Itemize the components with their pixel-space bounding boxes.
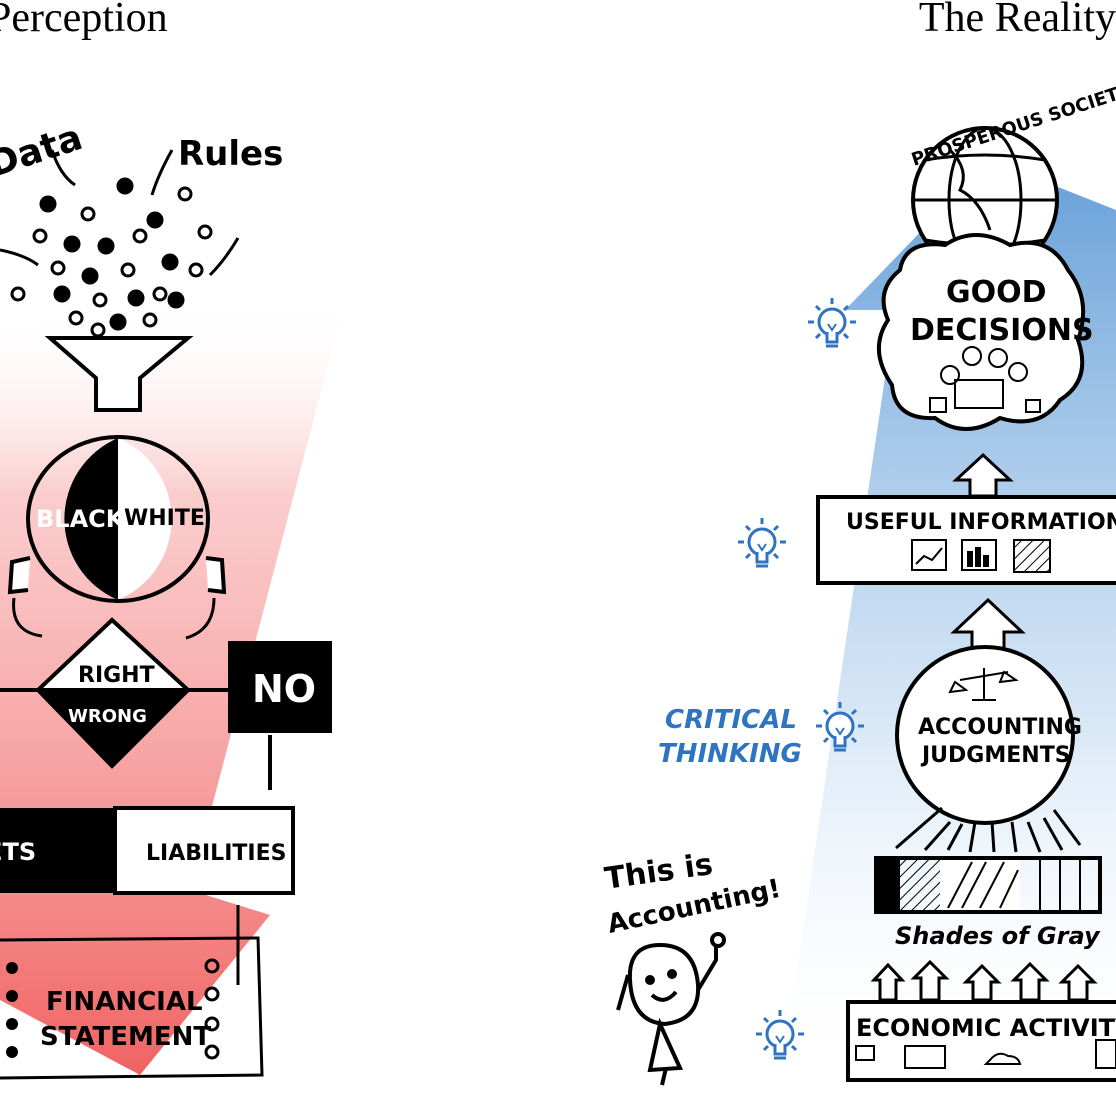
shades-of-gray-label: Shades of Gray [895,922,1101,950]
critical-label: CRITICAL [665,705,797,735]
rules-arrow [150,149,174,196]
thinking-label: THINKING [658,739,802,769]
reality-heading: The Reality [918,0,1116,41]
assets-liabilities-box: ASSETS LIABILITIES [0,806,295,895]
useful-information-box: USEFUL INFORMATION [816,495,1116,585]
shades-of-gray-bar [874,856,1102,914]
report-icons [911,539,1051,573]
smiling-person [616,932,726,1086]
judgments-label: JUDGMENTS [920,743,1071,768]
good-label: GOOD [946,275,1047,310]
right-label: RIGHT [78,663,155,688]
data-dots [10,177,213,338]
ball-left-arrow [12,597,43,638]
ball-right-arrow [185,597,216,640]
activity-icons [855,1039,1116,1069]
assets-label: ASSETS [0,838,36,866]
financial-statement: FINANCIAL STATEMENT [0,936,264,1080]
accounting-judgments-circle: ACCOUNTING JUDGMENTS [895,645,1082,825]
black-label: BLACK [36,505,126,533]
decisions-label: DECISIONS [910,313,1094,348]
good-decisions-cloud: GOOD DECISIONS [876,233,1094,431]
perception-diagram: Data Rules [0,117,345,1080]
this-is-label: This is [603,847,715,897]
black-white-ball: BLACK WHITE [7,435,227,603]
right-wrong-diamond: RIGHT WRONG [32,617,194,769]
liabilities-label: LIABILITIES [146,841,286,866]
useful-information-label: USEFUL INFORMATION [846,510,1116,535]
left-input-arrow [0,248,39,267]
scale-icon [948,668,1019,701]
data-label: Data [0,117,87,186]
no-box: NO [228,641,332,733]
statement-label: STATEMENT [40,1022,211,1052]
economic-activity-box: ECONOMIC ACTIVITY [846,1000,1116,1082]
no-label: NO [252,667,316,711]
data-arrow [50,149,76,187]
accounting-label: ACCOUNTING [918,715,1082,740]
information-bulb-icon [736,516,788,568]
funnel [44,336,194,412]
right-input-arrow [208,237,240,277]
wrong-label: WRONG [68,706,147,727]
people-figures [929,346,1041,413]
rules-label: Rules [178,134,283,174]
financial-label: FINANCIAL [46,987,203,1017]
economic-activity-label: ECONOMIC ACTIVITY [856,1014,1116,1042]
perception-heading: Perception [0,0,168,41]
decisions-bulb-icon [806,296,858,348]
reality-diagram: PROSPEROUS SOCIETY GOOD DECISIONS USEFUL… [603,80,1116,1086]
white-label: WHITE [124,506,205,531]
judgment-arrows [895,806,1082,853]
